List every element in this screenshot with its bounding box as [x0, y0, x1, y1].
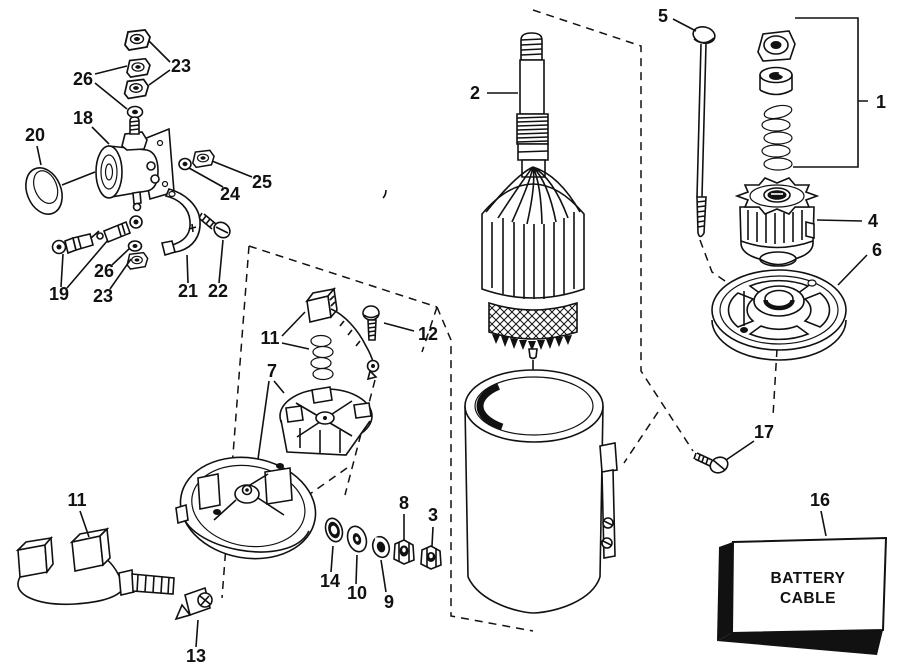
callout-23a: 23: [171, 56, 191, 76]
nut-25: [192, 149, 215, 169]
dashed-housing-link: [306, 467, 348, 497]
end-cap-plate: [711, 269, 847, 361]
nut-3: [420, 545, 442, 570]
leader-20: [36, 145, 42, 166]
brush-lead-set: [15, 527, 175, 606]
leader-4: [816, 219, 863, 222]
end-frame-housing: [175, 456, 317, 560]
callout-7: 7: [267, 361, 277, 381]
armature: [481, 32, 585, 360]
solenoid: [61, 116, 175, 212]
battery-cable-text-line1: BATTERY: [771, 570, 846, 587]
callout-5: 5: [658, 6, 668, 26]
nut-stack: [123, 29, 151, 119]
leader-26b: [111, 247, 131, 266]
lock-washer-9: [371, 535, 391, 559]
dashed-frame-terminal-line: [623, 411, 659, 464]
leader-18: [91, 126, 110, 145]
washer-14: [324, 517, 344, 543]
callout-17: 17: [754, 422, 774, 442]
nut-spacer-spring-set: [757, 30, 796, 171]
leader-1-bracket: [793, 17, 868, 168]
callout-3: 3: [428, 505, 438, 525]
callout-10: 10: [347, 583, 367, 603]
leader-23b: [109, 258, 132, 290]
leader-lines: [36, 17, 868, 648]
dashed-plate-washer-line: [344, 379, 376, 496]
callout-11b: 11: [67, 490, 86, 510]
leader-17: [725, 440, 755, 461]
callout-22: 22: [208, 281, 228, 301]
callout-13: 13: [186, 646, 206, 666]
dashed-brushbox-right: [436, 306, 534, 632]
leader-26a: [94, 65, 128, 110]
leader-5: [672, 18, 697, 32]
stray-mark: [382, 189, 387, 199]
callout-19: 19: [49, 284, 69, 304]
leader-12: [383, 322, 415, 332]
callout-16: 16: [810, 490, 830, 510]
screw-22: [198, 212, 231, 239]
callout-23b: 23: [93, 286, 113, 306]
callout-21: 21: [178, 281, 198, 301]
callout-12: 12: [418, 324, 438, 344]
dashed-armature-frame-line: [532, 9, 694, 452]
callout-2: 2: [470, 83, 480, 103]
leader-16: [820, 510, 827, 537]
callout-25: 25: [252, 172, 272, 192]
leader-3: [431, 526, 434, 547]
dashed-brushbox-inner: [421, 306, 438, 353]
through-bolt: [692, 25, 716, 238]
dashed-brushbox-top: [248, 245, 438, 308]
callout-18: 18: [73, 108, 93, 128]
cable-leads: [51, 215, 143, 255]
callout-8: 8: [399, 493, 409, 513]
leader-9: [380, 559, 387, 593]
washer-24: [178, 157, 192, 171]
drive-pinion: [734, 177, 820, 267]
leader-11b: [79, 510, 90, 538]
washer-10: [346, 525, 368, 553]
leader-22: [218, 239, 224, 284]
washer-26b: [127, 240, 143, 252]
leader-25: [211, 160, 253, 178]
callout-26b: 26: [94, 261, 114, 281]
callout-4: 4: [868, 211, 878, 231]
callout-24: 24: [220, 184, 240, 204]
brush-screw-12: [362, 305, 380, 341]
callout-labels: 1 2 3 4 5 6 7 8 9 10 11 11 12 13 14 16 1…: [25, 6, 886, 666]
leader-7: [257, 380, 285, 460]
leader-13: [195, 619, 199, 648]
callout-11a: 11: [260, 328, 279, 348]
leader-21: [186, 254, 189, 284]
battery-cable-text-line2: CABLE: [780, 590, 836, 607]
dashed-endplate-line: [772, 348, 778, 417]
callout-1: 1: [876, 92, 886, 112]
callout-6: 6: [872, 240, 882, 260]
brush-and-spring: [305, 287, 380, 381]
frame-cylinder: [464, 369, 618, 614]
brush-plate: [279, 386, 373, 456]
mount-screw: [693, 452, 729, 474]
leader-19: [60, 239, 109, 289]
leader-6: [837, 254, 868, 286]
leader-23a: [148, 40, 171, 86]
callout-20: 20: [25, 125, 45, 145]
leader-11a: [281, 311, 310, 350]
callout-9: 9: [384, 592, 394, 612]
leader-24: [188, 167, 224, 188]
leader-10: [355, 554, 358, 585]
callout-14: 14: [320, 571, 340, 591]
callout-26a: 26: [73, 69, 93, 89]
leader-14: [330, 545, 334, 573]
battery-cable-box: BATTERY CABLE: [717, 536, 888, 655]
strap-bracket: [161, 188, 201, 257]
clamp-13: [174, 586, 213, 621]
flange-nut-8: [393, 539, 415, 565]
rubber-boot: [25, 167, 63, 215]
